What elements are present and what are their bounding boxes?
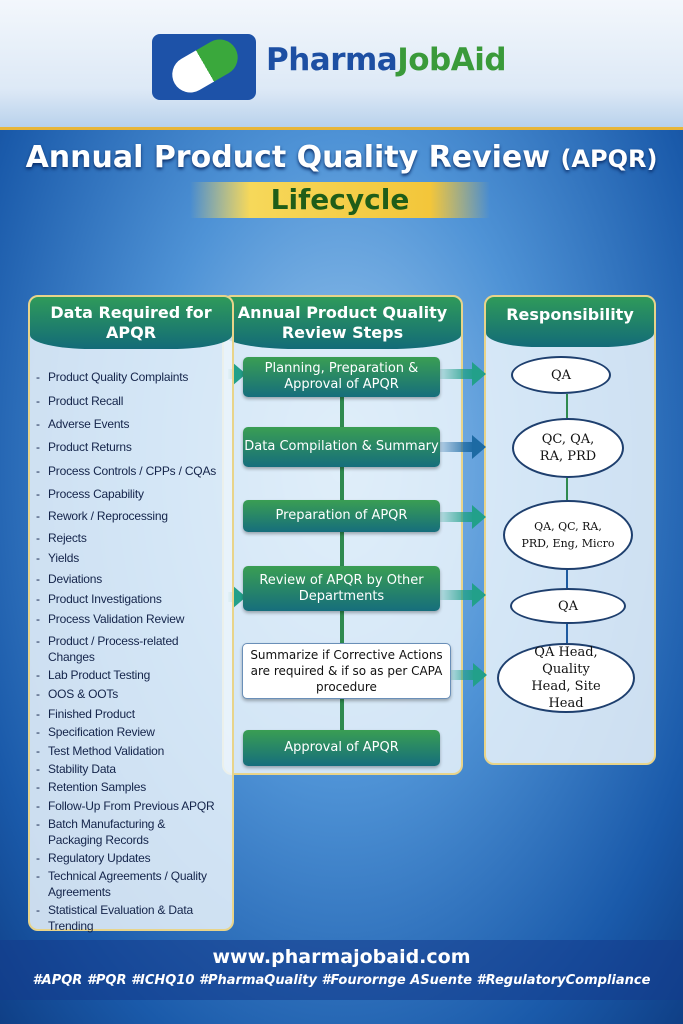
brand-name: PharmaJobAid (266, 42, 507, 78)
data-item: Adverse Events (36, 416, 218, 432)
arrow-icon (440, 583, 486, 607)
data-item: Product / Process-related Changes (36, 633, 218, 665)
data-item: Retention Samples (36, 779, 218, 795)
data-item: Batch Manufacturing & Packaging Records (36, 816, 218, 848)
role-qa-qc-ra-prd-eng-micro: QA, QC, RA, PRD, Eng, Micro (503, 500, 633, 570)
role-connector (566, 624, 568, 643)
role-qc-qa-ra-prd: QC, QA, RA, PRD (512, 418, 624, 478)
page-subtitle: Lifecycle (190, 182, 490, 218)
role-qa: QA (511, 356, 611, 394)
data-item: Process Controls / CPPs / CQAs (36, 463, 218, 479)
step-summarize-capa: Summarize if Corrective Actions are requ… (242, 643, 451, 699)
data-item: Deviations (36, 571, 218, 587)
data-item: Yields (36, 550, 218, 566)
step-connector (340, 699, 344, 730)
arrow-icon (451, 663, 487, 687)
role-connector (566, 570, 568, 588)
data-item: Test Method Validation (36, 743, 218, 759)
arrow-icon (440, 435, 486, 459)
step-preparation: Preparation of APQR (243, 500, 440, 532)
data-item: Process Validation Review (36, 611, 218, 627)
step-connector (340, 397, 344, 427)
step-connector (340, 467, 344, 500)
data-item: Specification Review (36, 724, 218, 740)
brand-part1: Pharma (266, 42, 398, 78)
title-abbr: (APQR) (560, 145, 658, 173)
step-connector (340, 532, 344, 566)
role-connector (566, 394, 568, 418)
data-required-panel: Data Required for APQR Product Quality C… (28, 295, 234, 934)
data-item: Product Quality Complaints (36, 369, 218, 385)
hashtags: #APQR #PQR #ICHQ10 #PharmaQuality #Fouro… (32, 973, 651, 988)
header-band (0, 0, 683, 130)
role-connector (566, 478, 568, 500)
data-item: Product Recall (36, 393, 218, 409)
website-link[interactable]: www.pharmajobaid.com (212, 946, 471, 968)
data-item: Lab Product Testing (36, 667, 218, 683)
data-item: Process Capability (36, 486, 218, 502)
title-main: Annual Product Quality Review (25, 140, 550, 175)
role-qa-review: QA (510, 588, 626, 624)
brand-part2: JobAid (397, 42, 507, 78)
page-title: Annual Product Quality Review (APQR) (0, 140, 683, 175)
step-approval: Approval of APQR (243, 730, 440, 766)
data-item: Follow-Up From Previous APQR (36, 798, 218, 814)
data-item: Finished Product (36, 706, 218, 722)
data-item: Product Investigations (36, 591, 218, 607)
step-review: Review of APQR by Other Departments (243, 566, 440, 611)
data-item: Regulatory Updates (36, 850, 218, 866)
step-data-compilation: Data Compilation & Summary (243, 427, 440, 467)
data-panel-heading: Data Required for APQR (30, 297, 232, 349)
data-item: Statistical Evaluation & Data Trending (36, 902, 218, 934)
steps-panel-heading: Annual Product Quality Review Steps (224, 297, 461, 349)
data-item: Stability Data (36, 761, 218, 777)
step-planning: Planning, Preparation & Approval of APQR (243, 357, 440, 397)
step-connector (340, 611, 344, 643)
data-item: Rejects (36, 530, 218, 546)
data-item: Rework / Reprocessing (36, 508, 218, 524)
responsibility-panel-heading: Responsibility (486, 297, 654, 347)
arrow-icon (440, 505, 486, 529)
role-heads: QA Head, Quality Head, Site Head (497, 643, 635, 713)
data-item: Product Returns (36, 439, 218, 455)
data-item: Technical Agreements / Quality Agreement… (36, 868, 218, 900)
arrow-icon (440, 362, 486, 386)
data-item: OOS & OOTs (36, 686, 218, 702)
footer (0, 940, 683, 1000)
